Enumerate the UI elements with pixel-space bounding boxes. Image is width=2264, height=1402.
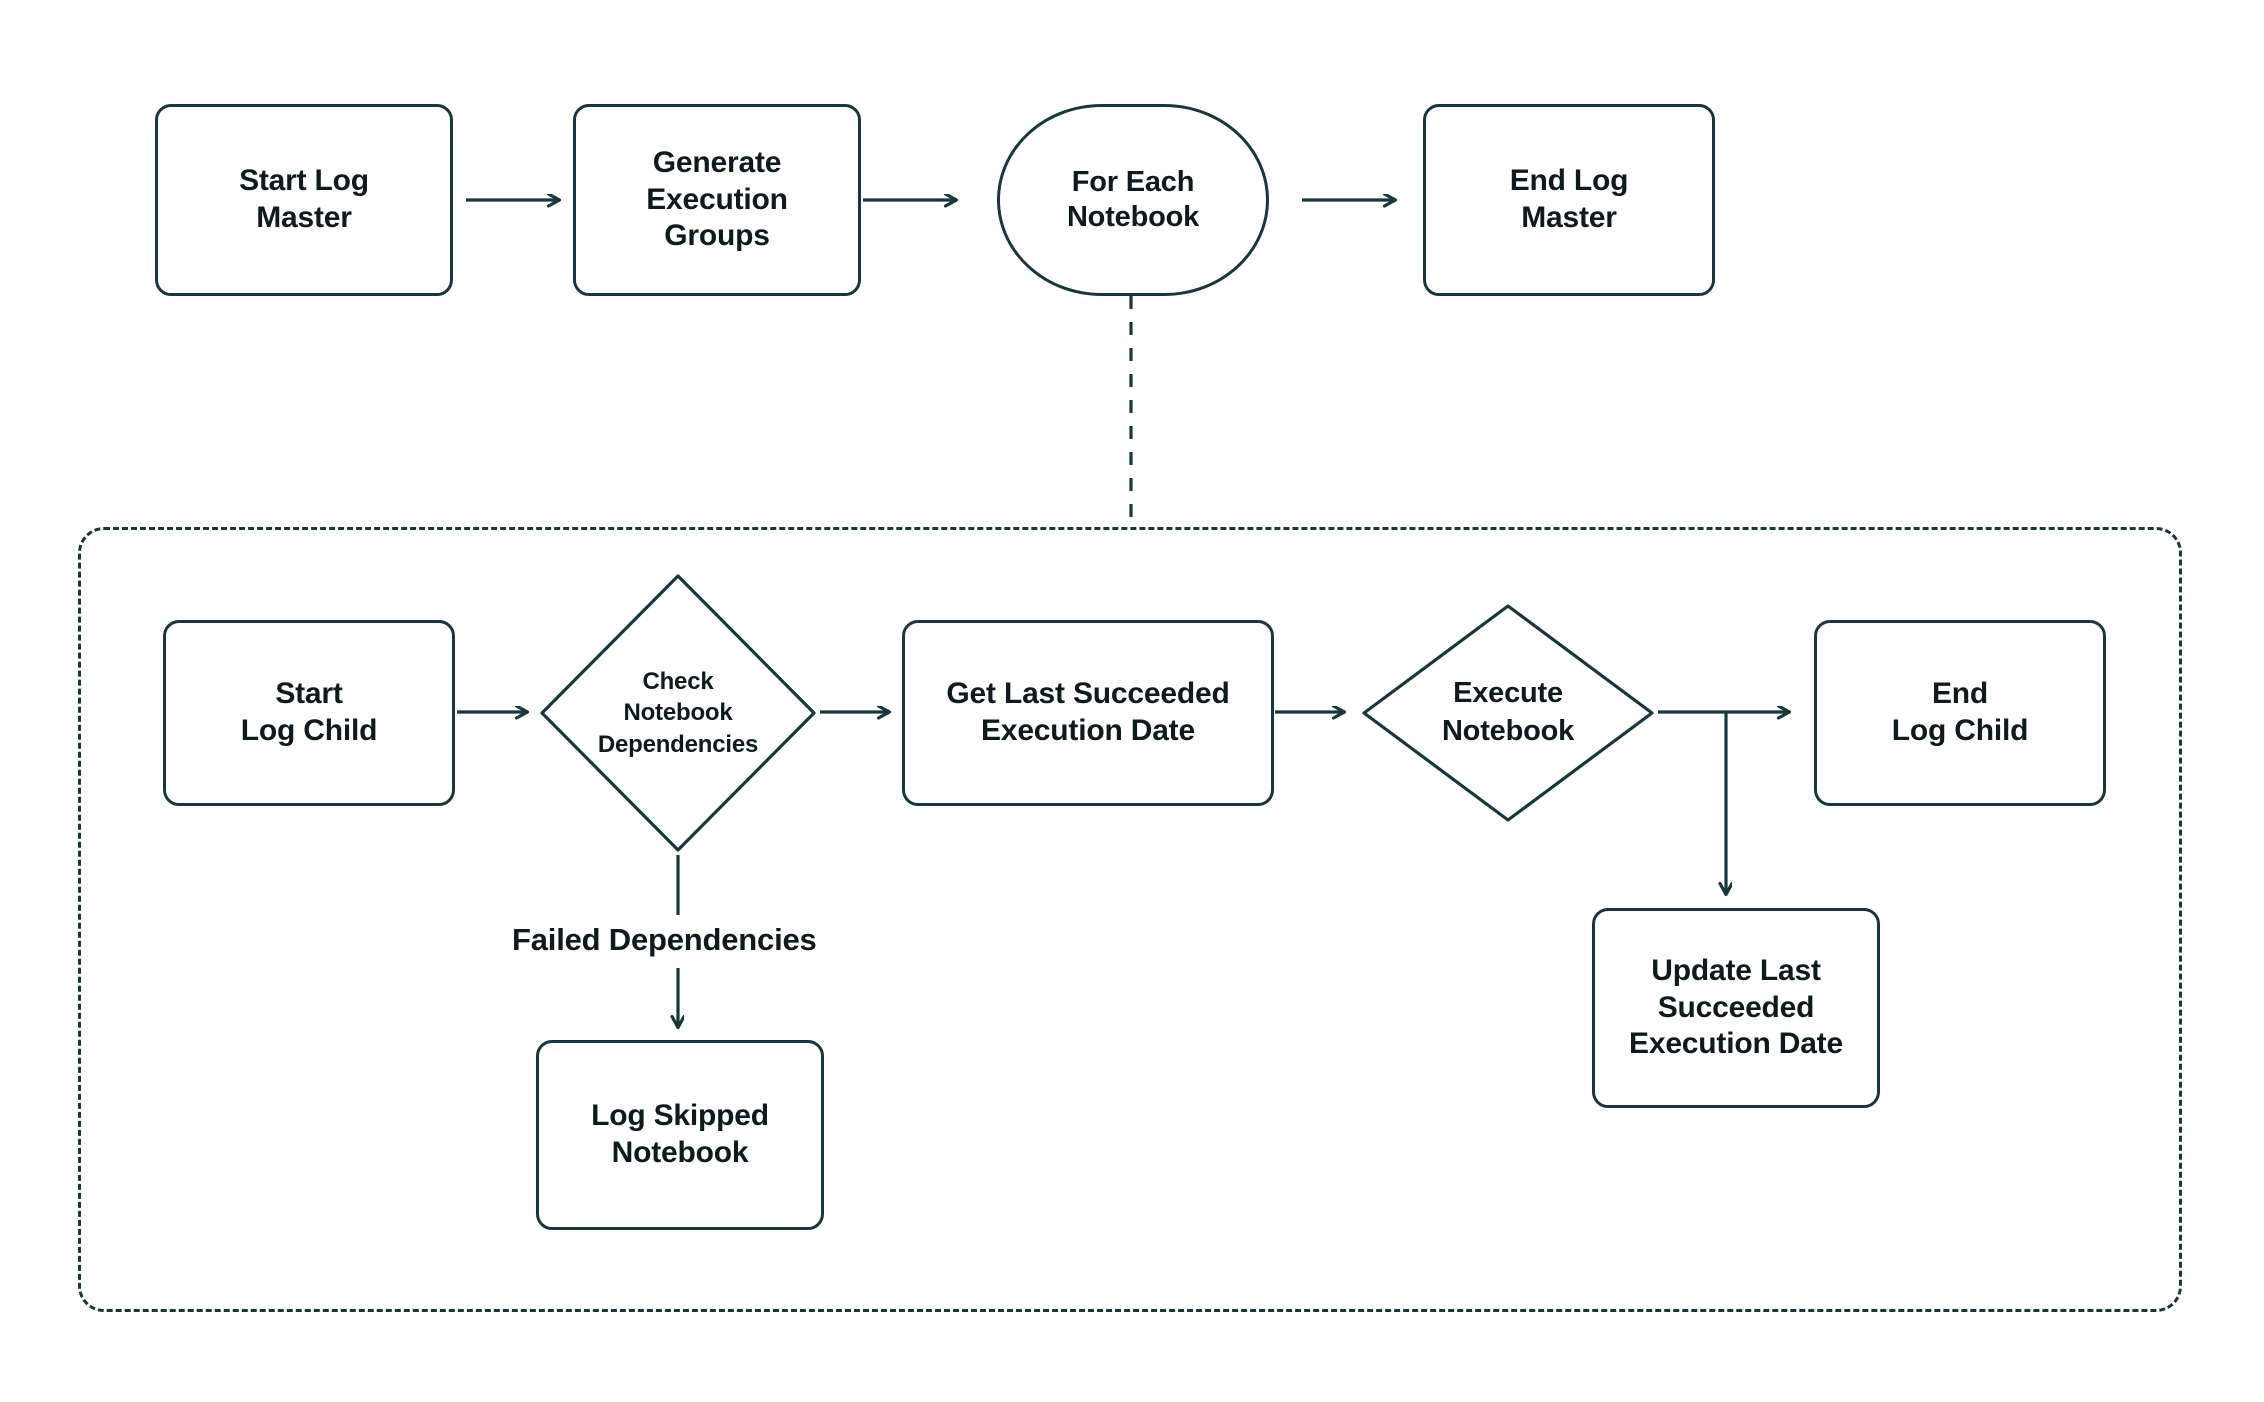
node-execute-notebook[interactable]: Execute Notebook <box>1358 600 1658 826</box>
node-get-last-succeeded-execution-date[interactable]: Get Last Succeeded Execution Date <box>902 620 1274 806</box>
node-start-log-master[interactable]: Start Log Master <box>155 104 453 296</box>
edge-label-failed-dependencies: Failed Dependencies <box>512 922 817 957</box>
node-check-notebook-dependencies[interactable]: Check Notebook Dependencies <box>536 570 820 856</box>
node-end-log-child[interactable]: End Log Child <box>1814 620 2106 806</box>
notebook-loop-subgraph <box>78 527 2182 1312</box>
node-end-log-master[interactable]: End Log Master <box>1423 104 1715 296</box>
node-label-execute-notebook: Execute Notebook <box>1441 677 1575 747</box>
diamond-shape <box>1362 604 1654 822</box>
node-log-skipped-notebook[interactable]: Log Skipped Notebook <box>536 1040 824 1230</box>
node-generate-execution-groups[interactable]: Generate Execution Groups <box>573 104 861 296</box>
node-for-each-notebook[interactable]: For Each Notebook <box>997 104 1269 296</box>
diamond-shape <box>540 574 816 852</box>
node-label-check-notebook-dependencies: Check Notebook Dependencies <box>597 668 759 758</box>
node-start-log-child[interactable]: Start Log Child <box>163 620 455 806</box>
node-update-last-succeeded-execution-date[interactable]: Update Last Succeeded Execution Date <box>1592 908 1880 1108</box>
